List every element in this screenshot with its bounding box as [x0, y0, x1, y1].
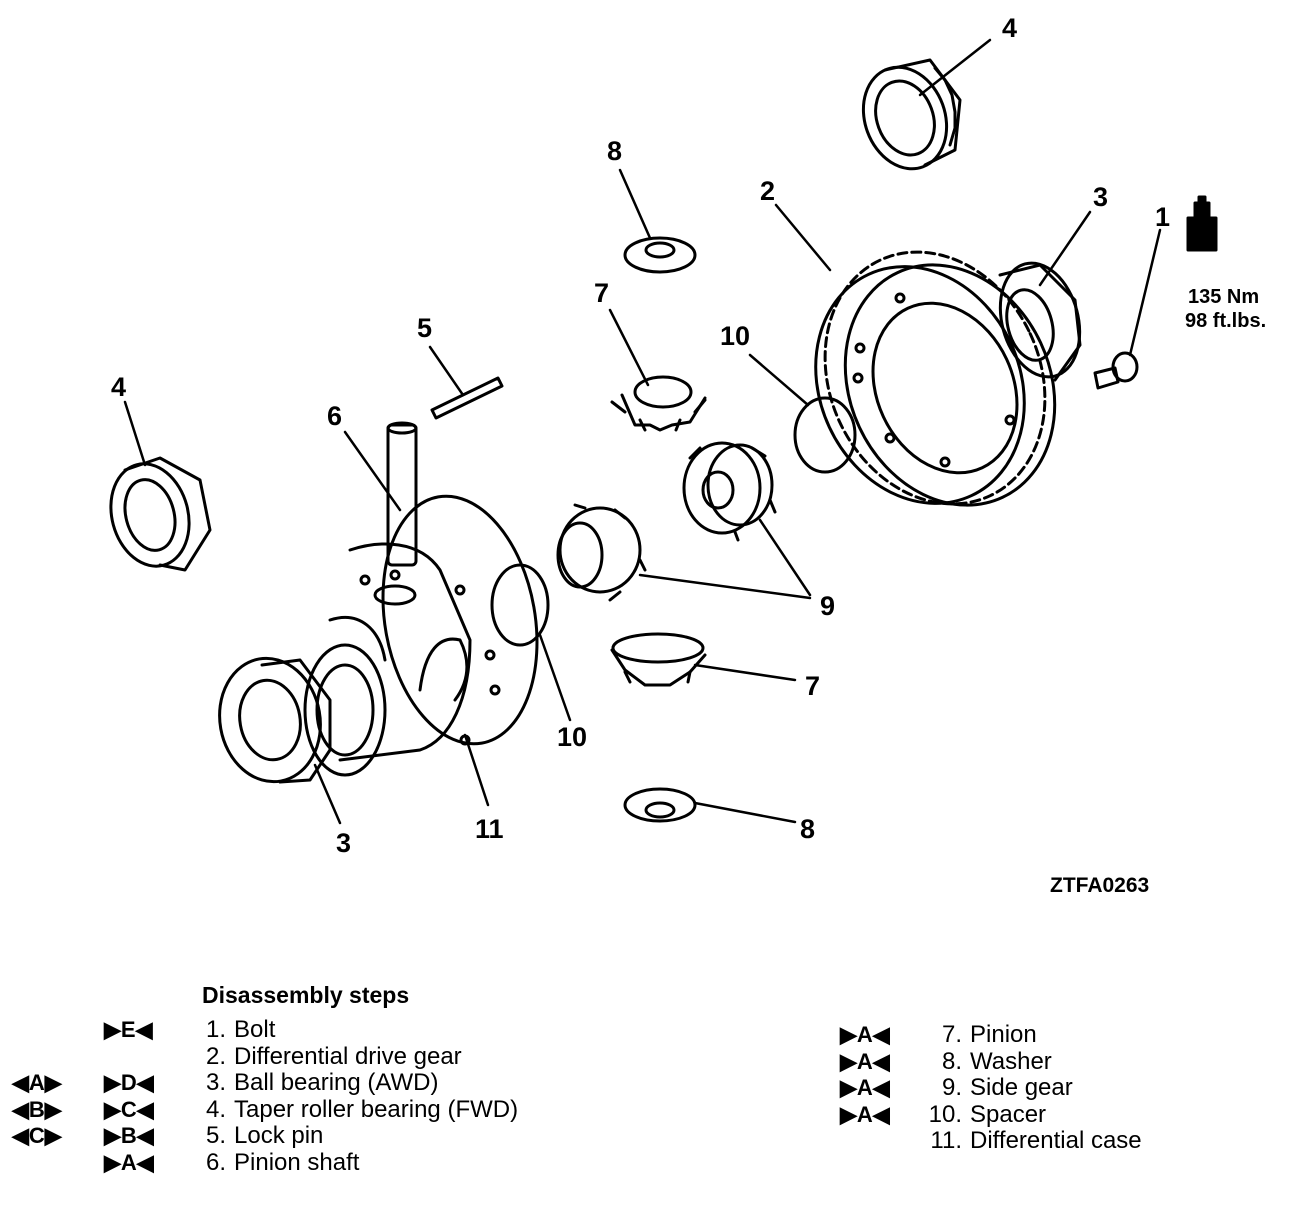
step-text: Taper roller bearing (FWD) [234, 1095, 519, 1123]
step-text: Pinion shaft [234, 1148, 360, 1176]
ball-bearing-right [998, 261, 1082, 382]
step-text: Pinion [970, 1021, 1037, 1048]
install-mark: ▶A◀ [104, 1149, 154, 1175]
washer-top-hole [644, 241, 676, 259]
install-mark: ▶A◀ [840, 1048, 890, 1074]
lock-pin [430, 376, 504, 420]
step-text: Differential case [970, 1127, 1142, 1154]
install-mark: ▶A◀ [840, 1075, 890, 1100]
taper-roller-bearing-left [109, 456, 212, 572]
callout-3-left: 3 [336, 828, 351, 858]
step-text: Differential drive gear [234, 1042, 462, 1070]
step-text: Ball bearing (AWD) [234, 1069, 439, 1096]
pinion-top [610, 375, 707, 432]
step-number: 10. [928, 1100, 962, 1128]
callout-3-right: 3 [1093, 182, 1108, 212]
callout-5: 5 [417, 313, 432, 343]
callout-8-bottom: 8 [800, 814, 815, 844]
step-row: ▶E◀ 1. Bolt [0, 1017, 640, 1043]
removal-mark: ◀B▶ [12, 1096, 62, 1122]
removal-mark: ◀C▶ [12, 1123, 62, 1148]
callout-9: 9 [820, 591, 835, 621]
callout-7-top: 7 [594, 278, 609, 308]
callout-11: 11 [475, 814, 504, 844]
pinion-bottom [610, 632, 707, 687]
differential-drive-gear [814, 250, 1057, 507]
step-text: Washer [970, 1047, 1052, 1075]
callout-1: 1 [1155, 202, 1170, 232]
ball-bearing-left [218, 656, 332, 784]
step-row: ◀B▶ ▶C◀ 4. Taper roller bearing (FWD) [0, 1095, 640, 1123]
callout-6: 6 [327, 401, 342, 431]
step-text: Side gear [970, 1074, 1073, 1101]
step-row: 2. Differential drive gear [0, 1042, 640, 1070]
side-gear-right [682, 441, 777, 542]
spacer-bottom [490, 563, 550, 647]
step-text: Spacer [970, 1100, 1047, 1128]
step-text: Lock pin [234, 1122, 324, 1149]
steps-title: Disassembly steps [202, 982, 410, 1008]
callout-7-bottom: 7 [805, 671, 820, 701]
step-number: 5. [205, 1122, 226, 1149]
step-number: 11. [930, 1127, 962, 1154]
install-mark: ▶A◀ [840, 1022, 890, 1047]
step-number: 2. [205, 1042, 226, 1070]
callout-4-left: 4 [111, 372, 126, 402]
step-number: 8. [941, 1047, 962, 1075]
install-mark: ▶A◀ [840, 1101, 890, 1127]
spacer-top [793, 396, 857, 474]
step-row: ▶A◀ 7. Pinion [0, 1022, 1312, 1048]
step-number: 9. [941, 1074, 962, 1101]
callout-8-top: 8 [607, 136, 622, 166]
washer-bottom [623, 787, 697, 823]
install-mark: ▶D◀ [104, 1070, 154, 1095]
step-row: ▶A◀ 9. Side gear [0, 1075, 1312, 1101]
callout-2: 2 [760, 176, 775, 206]
removal-mark: ◀A▶ [12, 1070, 62, 1095]
install-mark: ▶E◀ [104, 1017, 153, 1042]
step-number: 6. [205, 1148, 226, 1176]
washer-bottom-hole [644, 801, 676, 819]
washer-top [623, 236, 697, 274]
side-gear-left [556, 503, 647, 602]
step-number: 1. [205, 1016, 226, 1043]
step-row: ▶A◀ 6. Pinion shaft [0, 1148, 640, 1176]
step-row: ◀A▶ ▶D◀ 3. Ball bearing (AWD) [0, 1070, 640, 1096]
step-number: 7. [941, 1021, 962, 1048]
step-row: ▶A◀ 10. Spacer [0, 1100, 1312, 1128]
callout-10-bottom: 10 [557, 722, 587, 752]
taper-roller-bearing-top [861, 58, 962, 171]
step-text: Bolt [234, 1016, 276, 1043]
step-row: ◀C▶ ▶B◀ 5. Lock pin [0, 1123, 640, 1149]
callout-4-top: 4 [1002, 13, 1017, 43]
step-number: 4. [205, 1095, 226, 1123]
differential-case [303, 494, 539, 777]
install-mark: ▶B◀ [104, 1123, 154, 1148]
step-row: ▶A◀ 8. Washer [0, 1047, 1312, 1075]
install-mark: ▶C◀ [104, 1096, 154, 1122]
step-number: 3. [205, 1069, 226, 1096]
leader-lines [123, 38, 1162, 825]
figure-code: ZTFA0263 [1050, 874, 1149, 897]
step-row: 11. Differential case [0, 1128, 1312, 1154]
torque-nm: 135 Nm [1188, 286, 1259, 308]
callout-10-top: 10 [720, 321, 750, 351]
torque-ftlbs: 98 ft.lbs. [1185, 310, 1266, 332]
bolt [1093, 351, 1139, 390]
sealant-bottle-icon [1186, 195, 1218, 252]
